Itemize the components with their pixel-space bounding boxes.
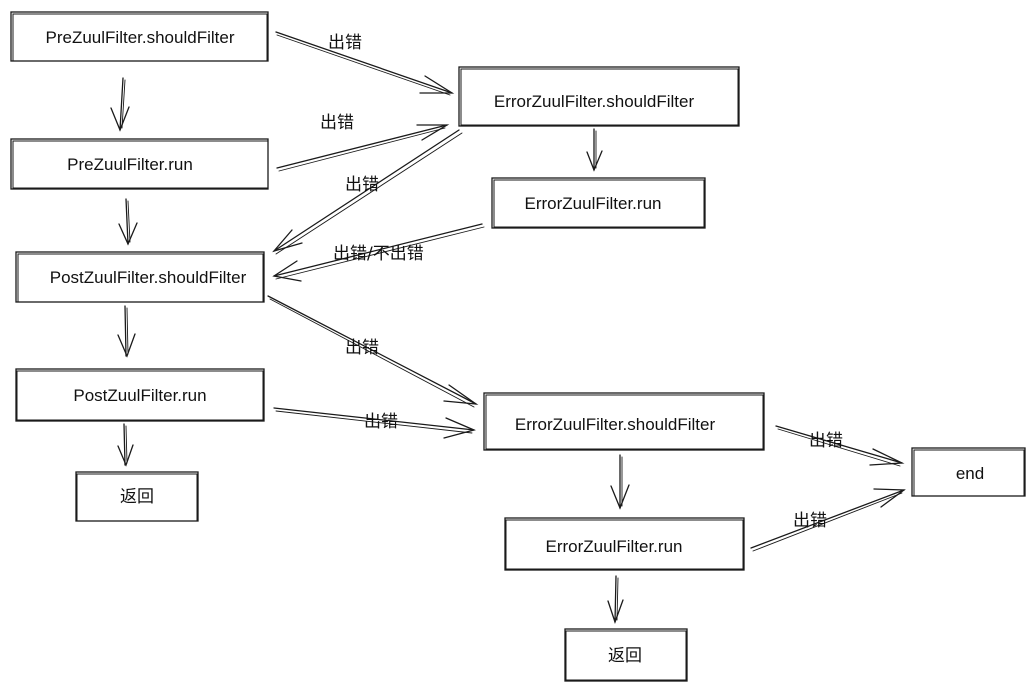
node-pre-run-label: PreZuulFilter.run — [67, 155, 193, 174]
node-error-should-filter-bottom: ErrorZuulFilter.shouldFilter — [483, 392, 765, 451]
arrow-pre-should-to-error-should-top — [275, 31, 455, 96]
edge-label-error-4: 出错 — [345, 338, 379, 358]
node-return-bottom-label: 返回 — [608, 646, 642, 665]
arrow-post-run-to-return — [117, 423, 134, 467]
node-error-should-filter-bottom-label: ErrorZuulFilter.shouldFilter — [515, 415, 716, 434]
arrow-post-should-to-error-should-bottom — [267, 295, 479, 408]
node-end: end — [911, 447, 1026, 497]
node-end-label: end — [956, 464, 984, 483]
edge-label-error-2: 出错 — [320, 113, 354, 133]
arrow-error-should-bottom-to-error-run-bottom — [610, 454, 630, 510]
edge-label-error-7: 出错 — [793, 511, 827, 531]
node-error-run-bottom: ErrorZuulFilter.run — [504, 517, 745, 571]
edge-label-error-1: 出错 — [328, 33, 362, 53]
node-pre-should-filter-label: PreZuulFilter.shouldFilter — [46, 28, 235, 47]
arrow-post-run-to-error-should-bottom — [273, 407, 476, 439]
node-pre-should-filter: PreZuulFilter.shouldFilter — [10, 11, 269, 62]
node-error-should-filter-top: ErrorZuulFilter.shouldFilter — [458, 66, 740, 127]
node-post-should-filter-label: PostZuulFilter.shouldFilter — [50, 268, 247, 287]
arrow-error-should-bottom-to-end — [775, 425, 905, 467]
arrow-error-run-bottom-to-end — [750, 488, 906, 552]
arrow-pre-run-to-error-should-top — [276, 124, 450, 172]
arrow-error-run-top-to-post-should — [272, 223, 485, 282]
arrow-error-should-top-to-post-should — [272, 129, 463, 255]
edge-label-error-or-not: 出错/不出错 — [333, 244, 424, 264]
node-post-run-label: PostZuulFilter.run — [73, 386, 206, 405]
arrow-post-should-to-post-run — [117, 305, 136, 358]
node-error-run-top-label: ErrorZuulFilter.run — [525, 194, 662, 213]
node-error-run-bottom-label: ErrorZuulFilter.run — [546, 537, 683, 556]
node-error-run-top: ErrorZuulFilter.run — [491, 177, 706, 229]
node-return-left: 返回 — [75, 471, 199, 522]
node-error-should-filter-top-label: ErrorZuulFilter.shouldFilter — [494, 92, 695, 111]
arrow-error-run-bottom-to-return — [607, 575, 624, 624]
edge-label-error-3: 出错 — [345, 175, 379, 195]
edge-label-error-5: 出错 — [364, 412, 398, 432]
node-return-bottom: 返回 — [564, 628, 688, 682]
node-post-run: PostZuulFilter.run — [15, 368, 265, 422]
node-pre-run: PreZuulFilter.run — [10, 138, 269, 190]
arrow-pre-run-to-post-should — [118, 198, 138, 246]
node-post-should-filter: PostZuulFilter.shouldFilter — [15, 251, 265, 303]
edge-label-error-6: 出错 — [809, 431, 843, 451]
arrow-error-should-top-to-error-run-top — [586, 128, 603, 172]
node-return-left-label: 返回 — [120, 487, 154, 506]
arrow-pre-should-to-pre-run — [110, 77, 130, 132]
